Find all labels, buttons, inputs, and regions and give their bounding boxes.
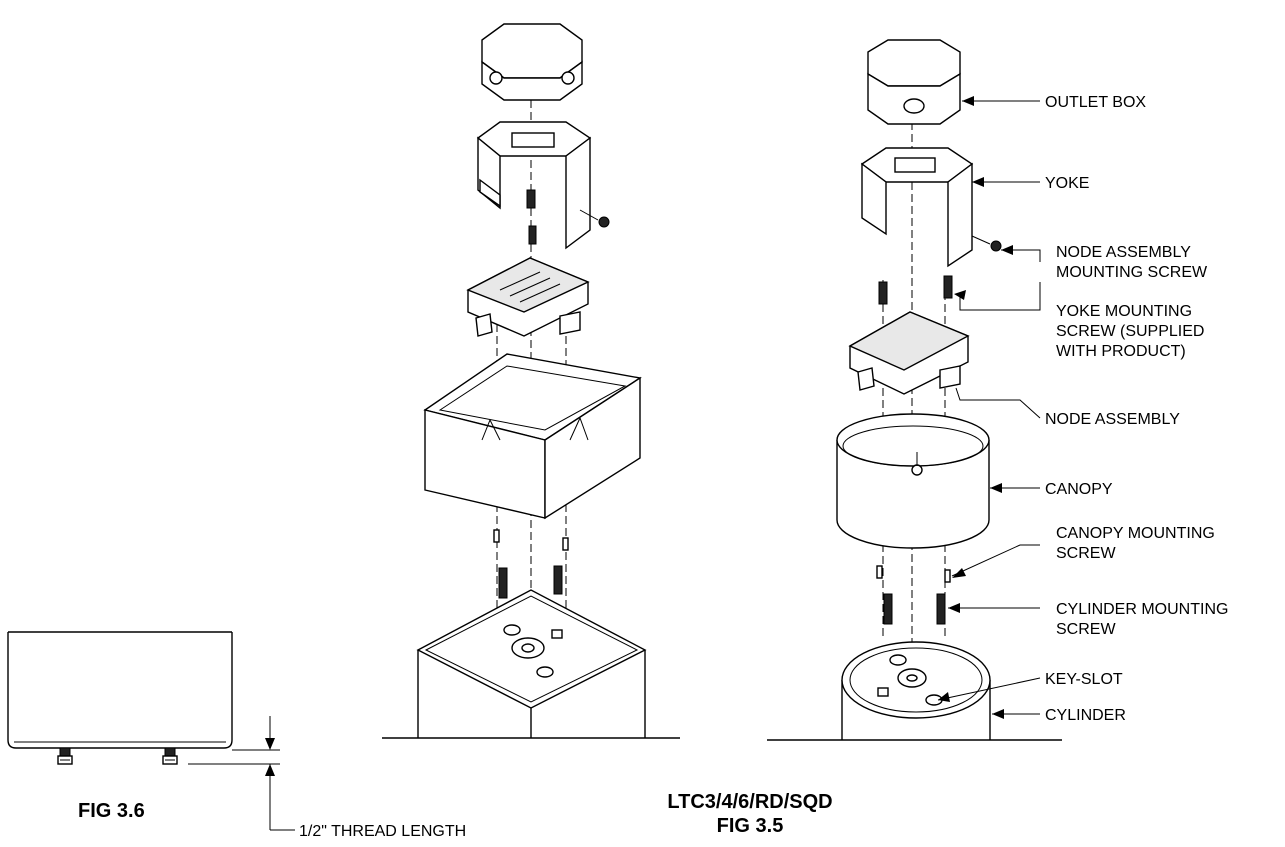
- round-assembly: [767, 39, 1062, 741]
- square-node-assembly: [466, 257, 590, 337]
- label-cylinder-screw-line2: SCREW: [1056, 621, 1116, 638]
- round-node-assembly: [848, 311, 970, 395]
- label-node-screw-line2: MOUNTING SCREW: [1056, 264, 1208, 281]
- label-canopy: CANOPY: [1045, 481, 1113, 498]
- label-yoke: YOKE: [1045, 175, 1089, 192]
- round-cylinder: [767, 641, 1062, 741]
- square-outlet-box: [481, 23, 583, 101]
- label-yoke-screw-line3: WITH PRODUCT): [1056, 343, 1186, 360]
- round-canopy-screws: [876, 565, 951, 625]
- label-yoke-screw-line1: YOKE MOUNTING: [1056, 303, 1192, 320]
- round-yoke: [860, 147, 974, 268]
- label-node-screw-line1: NODE ASSEMBLY: [1056, 244, 1191, 261]
- square-housing: [423, 353, 642, 520]
- thread-screw: [57, 747, 73, 765]
- square-canopy-screws: [493, 529, 569, 599]
- square-assembly: [382, 23, 680, 739]
- fig-3-6-canopy-side-view: [7, 631, 233, 765]
- fig-3-6-caption: FIG 3.6: [78, 800, 145, 822]
- thread-screw: [162, 747, 178, 765]
- label-canopy-screw-line1: CANOPY MOUNTING: [1056, 525, 1215, 542]
- thread-length-dimension: [188, 716, 295, 831]
- label-outlet-box: OUTLET BOX: [1045, 94, 1146, 111]
- round-canopy: [836, 413, 990, 549]
- label-cylinder-screw-line1: CYLINDER MOUNTING: [1056, 601, 1228, 618]
- thread-length-label: 1/2" THREAD LENGTH: [299, 823, 466, 840]
- leader-lines: [937, 96, 1041, 719]
- square-yoke: [476, 121, 592, 250]
- label-canopy-screw-line2: SCREW: [1056, 545, 1116, 562]
- fig-3-5-caption: FIG 3.5: [717, 815, 784, 837]
- square-node-screw: [526, 189, 610, 245]
- label-key-slot: KEY-SLOT: [1045, 671, 1123, 688]
- round-yoke-screws: [878, 235, 1002, 305]
- label-node-assembly: NODE ASSEMBLY: [1045, 411, 1180, 428]
- label-yoke-screw-line2: SCREW (SUPPLIED: [1056, 323, 1204, 340]
- round-outlet-box: [867, 39, 961, 125]
- label-cylinder: CYLINDER: [1045, 707, 1126, 724]
- square-base: [382, 589, 680, 739]
- model-caption: LTC3/4/6/RD/SQD: [667, 791, 832, 813]
